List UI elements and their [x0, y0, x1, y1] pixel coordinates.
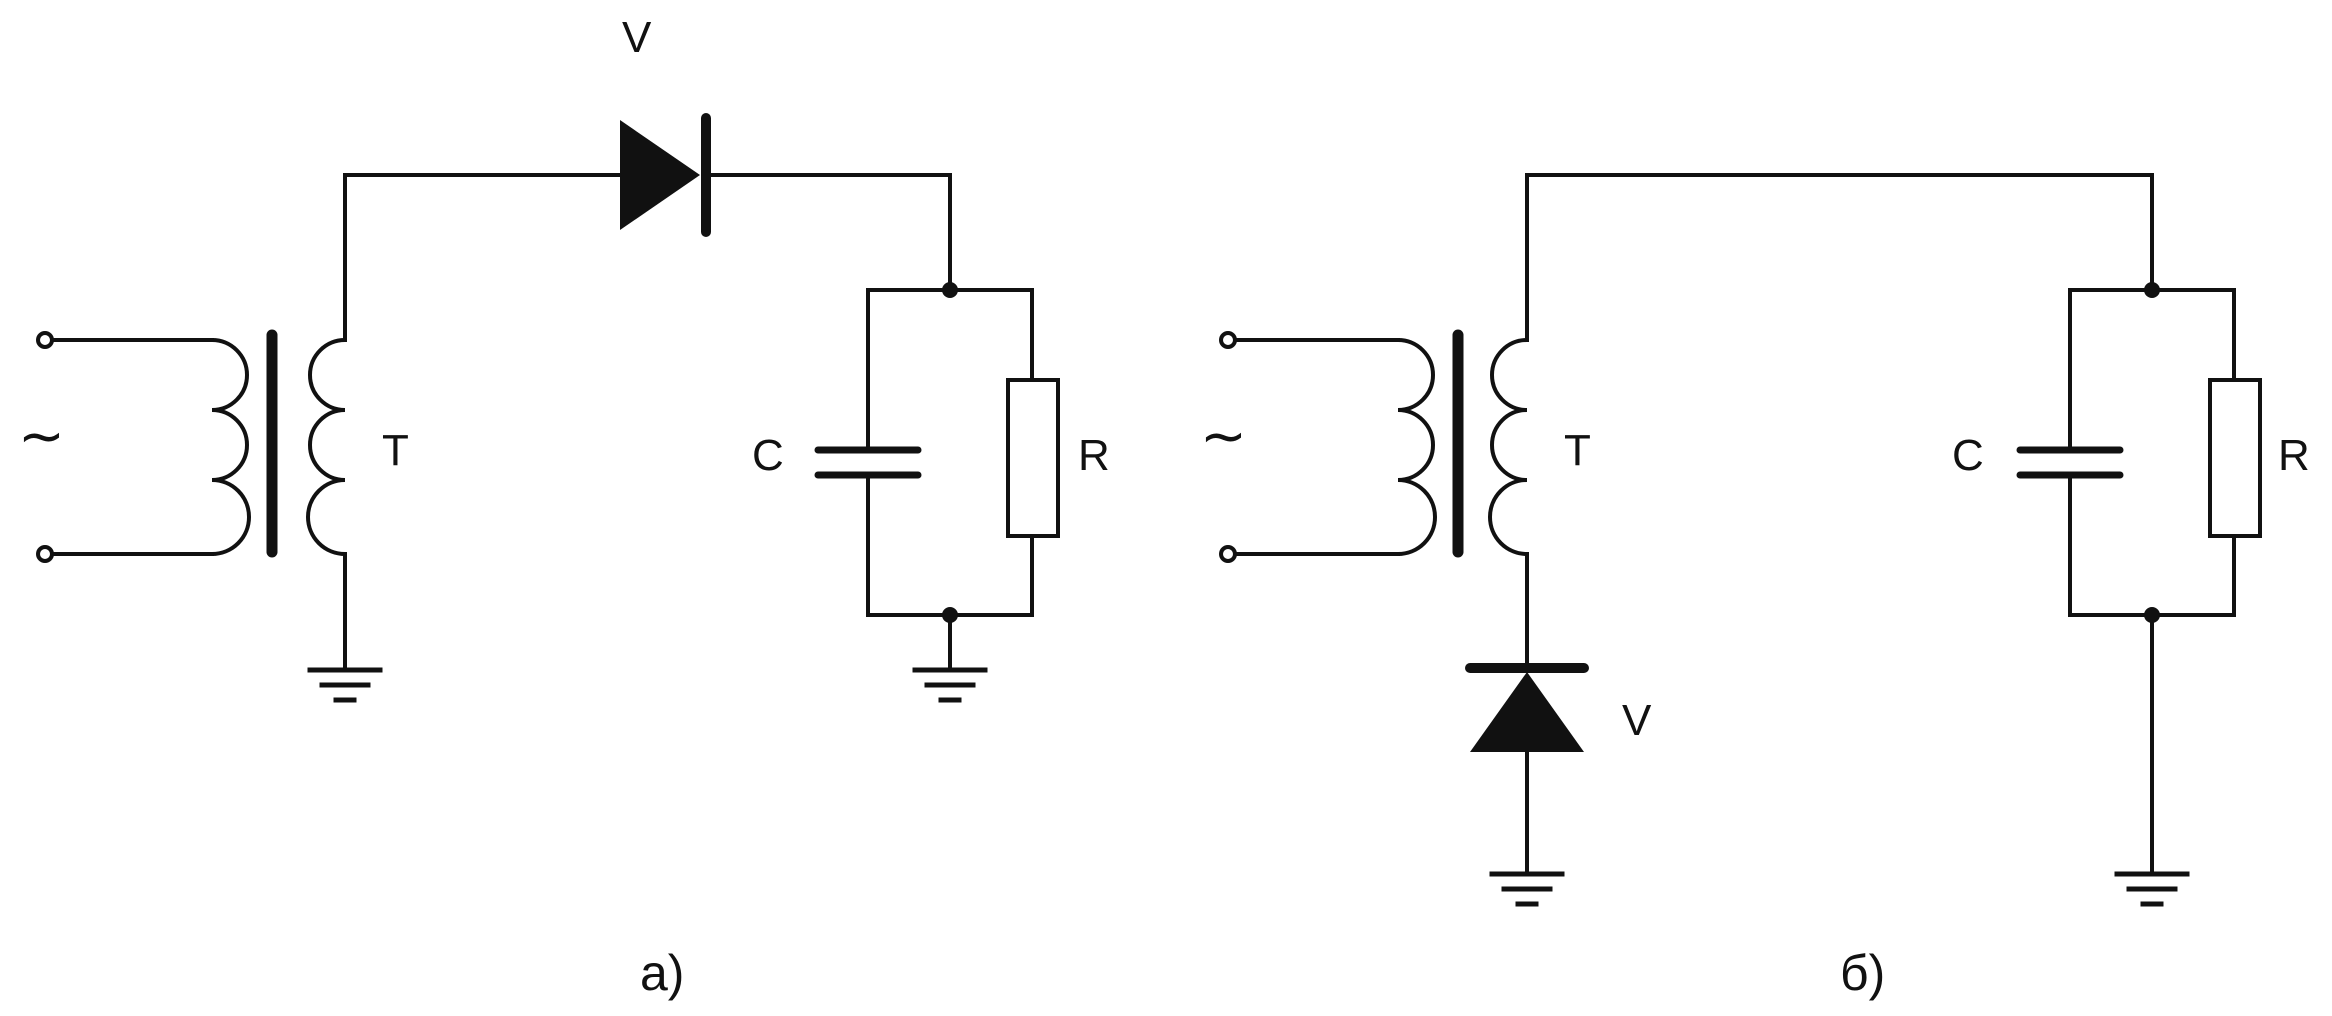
resistor-label-b: R — [2278, 431, 2310, 480]
ground-symbol-a-right — [912, 667, 988, 703]
ac-source-symbol-a: ~ — [18, 404, 65, 469]
circuit-a: ~ T V C R — [18, 13, 1110, 1001]
primary-winding-b — [1397, 338, 1437, 556]
diode-label-b: V — [1622, 696, 1652, 745]
capacitor-b — [2016, 446, 2124, 479]
ground-symbol-b-right — [2114, 871, 2190, 907]
input-terminals-a — [36, 331, 214, 563]
capacitor-label-a: C — [752, 431, 784, 480]
ground-symbol-b-left — [1489, 871, 1565, 907]
resistor-label-a: R — [1078, 431, 1110, 480]
ac-source-symbol-b: ~ — [1200, 404, 1247, 469]
diode-a — [620, 113, 711, 237]
secondary-winding-a — [306, 338, 346, 556]
resistor-b — [2208, 378, 2262, 538]
transformer-b — [1397, 329, 1528, 558]
circuit-b: ~ T V C R — [1200, 173, 2310, 1001]
diode-label-a: V — [622, 13, 652, 62]
terminal-top-b — [1219, 331, 1237, 349]
input-terminals-b — [1219, 331, 1400, 563]
terminal-bottom-b — [1219, 545, 1237, 563]
resistor-a — [1006, 378, 1060, 538]
transformer-label-a: T — [382, 426, 409, 475]
capacitor-label-b: C — [1952, 431, 1984, 480]
terminal-bottom-a — [36, 545, 54, 563]
secondary-winding-b — [1488, 338, 1528, 556]
primary-winding-a — [211, 338, 251, 556]
terminal-top-a — [36, 331, 54, 349]
transformer-a — [211, 329, 346, 558]
diode-b — [1465, 663, 1589, 752]
caption-a: а) — [640, 945, 684, 1001]
caption-b: б) — [1840, 945, 1885, 1001]
capacitor-a — [814, 446, 922, 479]
ground-symbol-a-left — [307, 667, 383, 703]
transformer-label-b: T — [1564, 426, 1591, 475]
